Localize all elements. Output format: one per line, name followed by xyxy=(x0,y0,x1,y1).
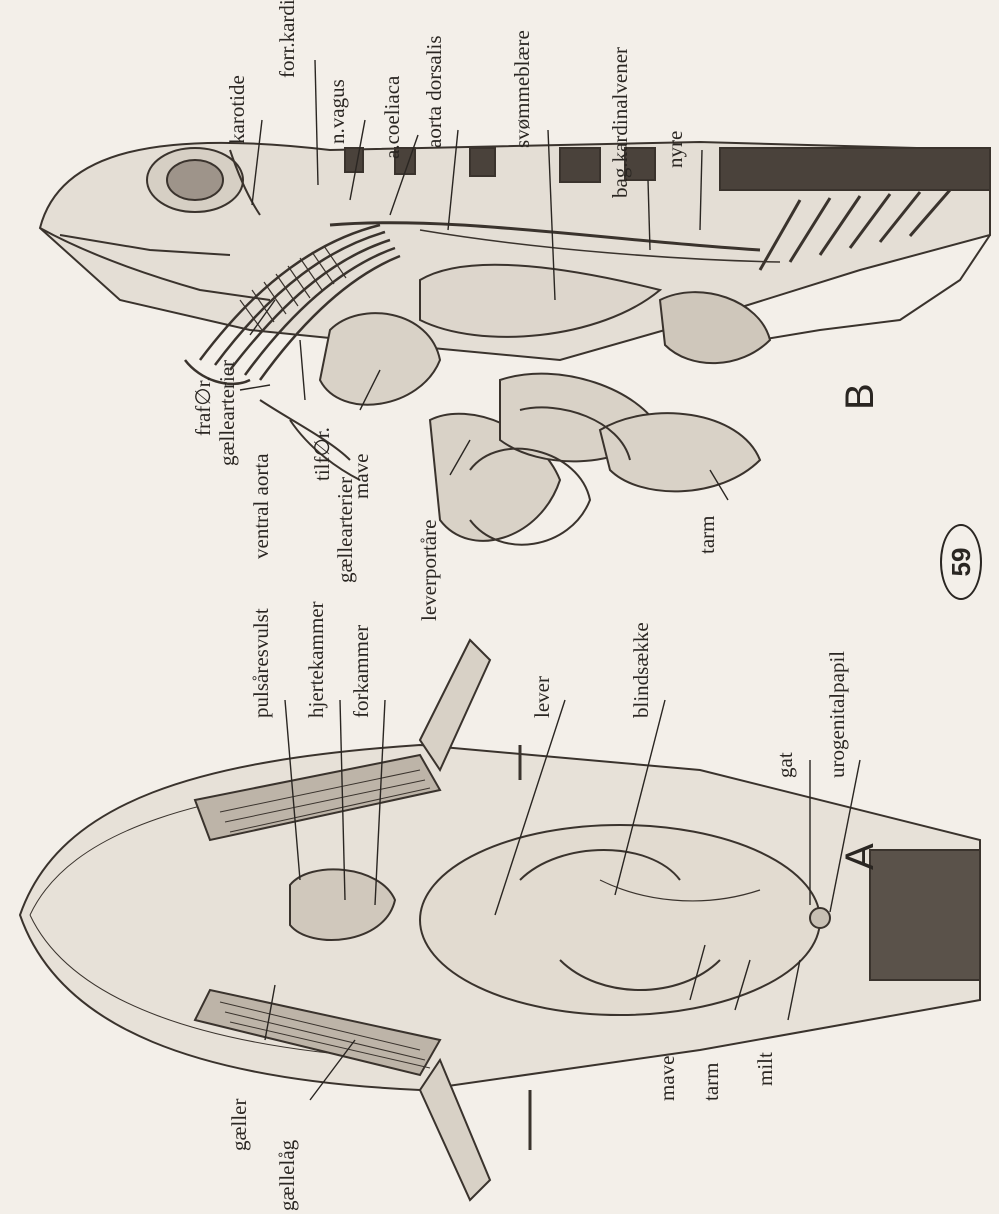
label-pulsaaresvulst: pulsåresvulst xyxy=(251,608,272,718)
panel-label-b: B xyxy=(840,383,880,410)
label-gat: gat xyxy=(775,752,796,778)
label-nyre: nyre xyxy=(665,131,686,168)
label-aorta-dorsalis: aorta dorsalis xyxy=(424,35,445,148)
label-forr-kardinalvene: forr.kardinalvene xyxy=(277,0,298,78)
label-svommeblaere: svømmeblære xyxy=(512,30,533,148)
label-karotide: karotide xyxy=(227,75,248,144)
label-mave-b: mave xyxy=(351,454,372,499)
label-fraf-gaellearterier-line1: fraf∅r. xyxy=(193,376,214,436)
label-fraf-gaellearterier-line2: gællearterier xyxy=(217,360,238,466)
label-forkammer: forkammer xyxy=(351,625,372,718)
label-a-coeliaca: a.coeliaca xyxy=(382,76,403,159)
label-lever: lever xyxy=(532,676,553,718)
label-bag-kardinalvener: bag.kardinalvener xyxy=(610,47,631,198)
label-blindsaekke: blindsække xyxy=(631,622,652,718)
label-tilf-gaellearterier-line1: tilf∅r. xyxy=(312,427,333,481)
label-gaeller: gæller xyxy=(229,1099,250,1152)
page-number-badge: 59 xyxy=(940,524,982,600)
label-gaellelaag: gællelåg xyxy=(277,1140,298,1211)
label-tarm-a: tarm xyxy=(701,1063,722,1101)
label-mave-a: mave xyxy=(657,1056,678,1101)
label-tarm-b: tarm xyxy=(697,516,718,554)
label-hjertekammer: hjertekammer xyxy=(306,601,327,718)
label-urogenitalpapil: urogenitalpapil xyxy=(827,651,848,778)
label-leverportaare: leverportåre xyxy=(419,520,440,621)
label-milt: milt xyxy=(755,1052,776,1086)
figure-b-drawing xyxy=(40,142,990,545)
label-ventral-aorta: ventral aorta xyxy=(251,453,272,559)
panel-label-a: A xyxy=(840,843,880,870)
label-n-vagus: n.vagus xyxy=(327,79,348,144)
